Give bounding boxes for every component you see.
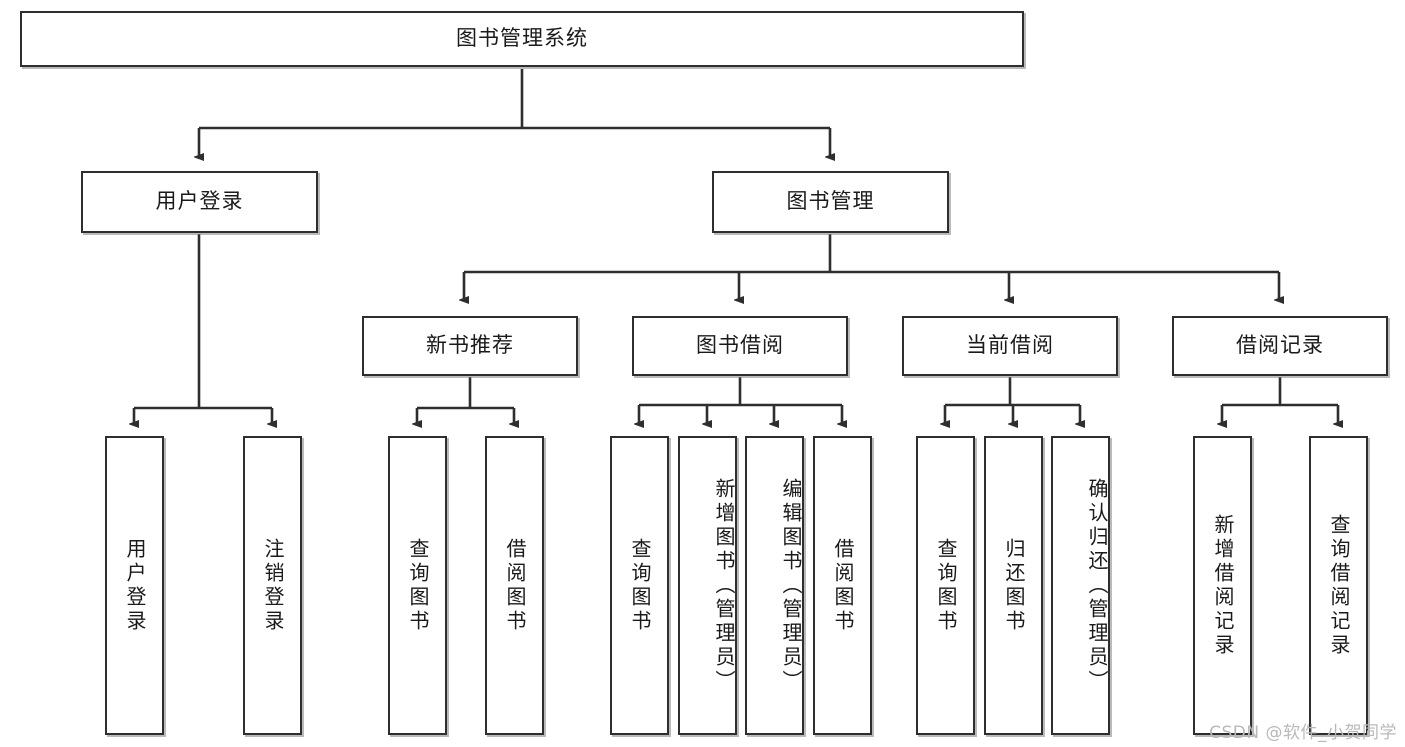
- node-label: 借阅记录: [1236, 333, 1324, 358]
- node-leaf-query-record[interactable]: 查询借阅记录: [1309, 436, 1368, 735]
- node-label: 编辑图书（管理员）: [779, 477, 803, 694]
- node-leaf-borrow-book-2[interactable]: 借阅图书: [813, 436, 872, 735]
- node-book-manage[interactable]: 图书管理: [712, 171, 949, 233]
- node-label: 确认归还（管理员）: [1085, 477, 1109, 694]
- node-label: 查询图书: [406, 537, 430, 634]
- node-leaf-add-book[interactable]: 新增图书（管理员）: [678, 436, 737, 735]
- node-leaf-query-book-3[interactable]: 查询图书: [916, 436, 975, 735]
- node-label: 图书管理系统: [456, 26, 588, 51]
- node-label: 借阅图书: [831, 537, 855, 634]
- node-borrow-record[interactable]: 借阅记录: [1172, 316, 1388, 376]
- node-label: 图书管理: [786, 189, 875, 214]
- node-label: 查询借阅记录: [1327, 513, 1351, 658]
- node-leaf-confirm-return[interactable]: 确认归还（管理员）: [1051, 436, 1110, 735]
- node-user-login[interactable]: 用户登录: [81, 171, 318, 233]
- node-label: 新增借阅记录: [1211, 513, 1235, 658]
- node-new-book-recommend[interactable]: 新书推荐: [362, 316, 578, 376]
- node-leaf-logout[interactable]: 注销登录: [243, 436, 302, 735]
- node-book-borrow[interactable]: 图书借阅: [632, 316, 848, 376]
- node-label: 借阅图书: [503, 537, 527, 634]
- node-label: 注销登录: [261, 537, 285, 634]
- watermark-text: CSDN @软件_小贺同学: [1209, 723, 1397, 743]
- node-leaf-add-record[interactable]: 新增借阅记录: [1193, 436, 1252, 735]
- node-label: 查询图书: [628, 537, 652, 634]
- node-label: 新增图书（管理员）: [712, 477, 736, 694]
- node-label: 用户登录: [123, 537, 147, 634]
- node-current-borrow[interactable]: 当前借阅: [902, 316, 1118, 376]
- node-label: 查询图书: [934, 537, 958, 634]
- node-leaf-query-book-2[interactable]: 查询图书: [610, 436, 669, 735]
- node-label: 用户登录: [155, 189, 244, 214]
- node-label: 新书推荐: [426, 333, 514, 358]
- node-label: 图书借阅: [696, 333, 784, 358]
- node-leaf-borrow-book-1[interactable]: 借阅图书: [485, 436, 544, 735]
- node-leaf-query-book-1[interactable]: 查询图书: [388, 436, 447, 735]
- node-label: 归还图书: [1002, 537, 1026, 634]
- node-leaf-return-book[interactable]: 归还图书: [984, 436, 1043, 735]
- node-leaf-user-login[interactable]: 用户登录: [105, 436, 164, 735]
- node-leaf-edit-book[interactable]: 编辑图书（管理员）: [745, 436, 804, 735]
- node-root[interactable]: 图书管理系统: [20, 11, 1024, 67]
- node-label: 当前借阅: [966, 333, 1054, 358]
